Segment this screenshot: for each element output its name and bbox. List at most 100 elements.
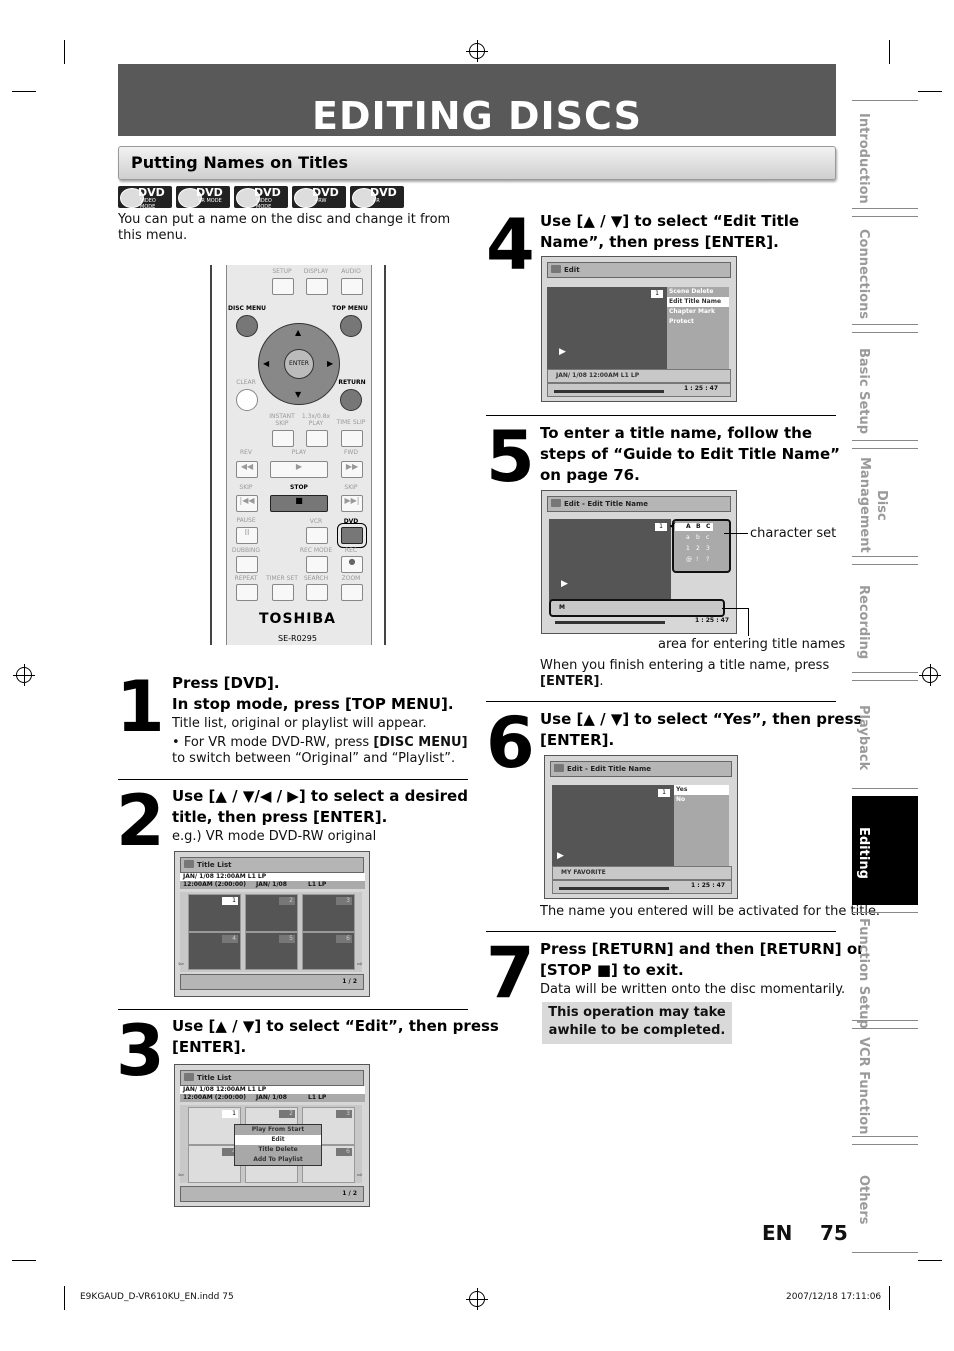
elapsed-time: 1 : 25 : 47 [684, 385, 719, 392]
char-key[interactable]: 1 [686, 545, 690, 552]
tab-disc-management[interactable]: Disc Management [852, 448, 918, 557]
down-arrow-icon[interactable]: ▼ [295, 390, 302, 399]
disc-menu-button[interactable] [236, 315, 258, 337]
tab-vcr-function[interactable]: VCR Function [852, 1028, 918, 1137]
menu-item-edit[interactable]: Edit [235, 1135, 321, 1145]
menu-item-no[interactable]: No [676, 796, 686, 803]
elapsed-time: 1 : 25 : 47 [691, 882, 726, 889]
tab-editing[interactable]: Editing [852, 796, 918, 905]
timer-set-button[interactable] [272, 584, 294, 601]
menu-item-chapter-mark[interactable]: Chapter Mark [669, 308, 715, 315]
menu-item-scene-delete[interactable]: Scene Delete [669, 288, 714, 295]
tab-basic-setup[interactable]: Basic Setup [852, 332, 918, 441]
zoom-button[interactable] [341, 584, 363, 601]
dpad[interactable]: ▲ ▼ ◀ ▶ ENTER [258, 323, 340, 405]
title-name-bar: MY FAVORITE [552, 866, 732, 880]
menu-item-play-from-start[interactable]: Play From Start [251, 1126, 305, 1133]
rec-button[interactable]: ● [341, 556, 363, 573]
rec-mode-button[interactable] [306, 556, 328, 573]
title-thumbnail[interactable]: 6 [302, 932, 355, 970]
tab-function-setup[interactable]: Function Setup [852, 912, 918, 1029]
play-speed-button[interactable] [306, 430, 328, 447]
title-thumbnail[interactable]: 4 [188, 1145, 241, 1183]
skip-back-button[interactable]: |◀◀ [236, 495, 258, 512]
prev-page-icon[interactable]: ⇦ [178, 1171, 184, 1179]
tab-connections[interactable]: Connections [852, 216, 918, 325]
menu-item-title-delete[interactable]: Title Delete [258, 1146, 298, 1153]
dvd-button[interactable] [337, 523, 367, 548]
registration-mark-icon [919, 664, 941, 686]
search-button[interactable] [306, 584, 328, 601]
enter-button[interactable]: ENTER [284, 349, 314, 379]
display-button[interactable] [306, 278, 328, 295]
top-menu-button[interactable] [340, 315, 362, 337]
edit-confirm-screen: Edit - Edit Title Name 1 ▶ Yes No MY FAV… [544, 755, 738, 899]
stop-button[interactable]: ■ [270, 495, 328, 512]
clear-button[interactable] [236, 389, 258, 411]
tab-introduction[interactable]: Introduction [852, 100, 918, 209]
char-key[interactable]: ! [696, 556, 699, 563]
fwd-button[interactable]: ▶▶ [341, 461, 363, 478]
char-key[interactable]: c [706, 534, 710, 541]
menu-item-yes[interactable]: Yes [674, 785, 729, 795]
vcr-button[interactable] [306, 527, 328, 544]
title-thumbnail[interactable]: 2 [245, 894, 298, 932]
dubbing-button[interactable] [236, 556, 258, 573]
audio-button[interactable] [341, 278, 363, 295]
prev-page-icon[interactable]: ⇦ [178, 960, 184, 968]
title-thumbnail[interactable]: 1 [188, 1107, 241, 1145]
tab-playback[interactable]: Playback [852, 680, 918, 789]
character-set-callout: character set [750, 526, 837, 541]
repeat-button[interactable] [236, 584, 258, 601]
char-key[interactable]: 3 [706, 545, 710, 552]
title-thumbnail[interactable]: 4 [188, 932, 241, 970]
rev-button[interactable]: ◀◀ [236, 461, 258, 478]
char-key[interactable]: b [696, 534, 700, 541]
instant-skip-button[interactable] [272, 430, 294, 447]
menu-item-protect[interactable]: Protect [669, 318, 694, 325]
title-thumbnail[interactable]: 3 [302, 894, 355, 932]
char-key[interactable]: ? [706, 556, 710, 563]
crop-mark [918, 1260, 942, 1261]
divider [486, 701, 836, 702]
next-page-icon[interactable]: ⇨ [357, 960, 363, 968]
tab-recording[interactable]: Recording [852, 564, 918, 673]
title-thumbnail[interactable]: 1 [188, 894, 241, 932]
menu-item-edit-title-name[interactable]: Edit Title Name [667, 297, 729, 307]
next-page-icon[interactable]: ⇨ [357, 1171, 363, 1179]
right-arrow-icon[interactable]: ▶ [327, 359, 334, 368]
time-slip-button[interactable] [341, 430, 363, 447]
title-name-entry-field[interactable]: M [549, 599, 725, 617]
dvd-plus-rw-icon: DVD+RW [292, 186, 346, 208]
step-1-bullet: • For VR mode DVD-RW, press [DISC MENU] … [172, 735, 468, 766]
title-thumbnail[interactable]: 5 [245, 932, 298, 970]
pause-button[interactable]: II [236, 527, 258, 544]
edit-title-name-screen: Edit - Edit Title Name 1 ▶ ✔ A B C a b c… [541, 490, 737, 634]
setup-button[interactable] [272, 278, 294, 295]
char-key[interactable]: a [686, 534, 690, 541]
title-number: 1 [658, 789, 670, 797]
disc-icon [184, 860, 194, 868]
tab-others[interactable]: Others [852, 1144, 918, 1253]
title-list-screen: Title List JAN/ 1/08 12:00AM L1 LP 12:00… [174, 851, 370, 997]
char-key[interactable]: A [686, 523, 691, 530]
progress-bar: 1 : 25 : 47 [552, 880, 732, 894]
callout-line [724, 533, 748, 534]
play-button[interactable]: ▶ [270, 461, 328, 478]
character-set-grid: ✔ A B C a b c 1 2 3 @ ! ? [669, 519, 731, 573]
skip-forward-button[interactable]: ▶▶| [341, 495, 363, 512]
menu-item-add-to-playlist[interactable]: Add To Playlist [253, 1156, 303, 1163]
play-icon: ▶ [559, 347, 566, 357]
char-key[interactable]: B [696, 523, 701, 530]
char-key[interactable]: C [706, 523, 711, 530]
label-top-menu: TOP MENU [332, 305, 368, 312]
step-6-heading-b: [ENTER]. [540, 731, 615, 749]
up-arrow-icon[interactable]: ▲ [295, 328, 302, 337]
char-key[interactable]: 2 [696, 545, 700, 552]
return-button[interactable] [340, 389, 362, 411]
dvd-plus-r-icon: DVD+R [350, 186, 404, 208]
char-key[interactable]: @ [686, 556, 692, 563]
title-number: 1 [655, 523, 667, 531]
left-arrow-icon[interactable]: ◀ [263, 359, 270, 368]
